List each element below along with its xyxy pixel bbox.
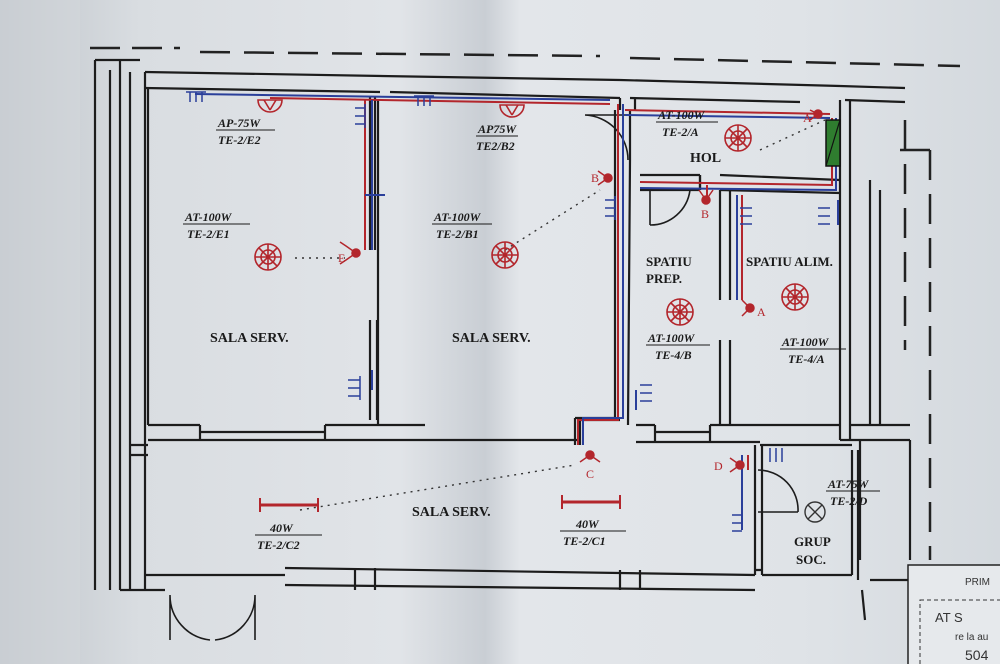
switch-icon xyxy=(339,241,361,265)
fixture-annotation: AP-75W TE-2/E2 xyxy=(216,116,275,147)
switch-icon xyxy=(809,109,823,121)
switch-letter-b-mid: B xyxy=(701,207,709,221)
room-label-hol: HOL xyxy=(690,151,721,166)
switch-icon xyxy=(597,170,613,186)
fixture-annotation: 40W TE-2/C1 xyxy=(560,517,626,548)
fixture-power: AT-100W xyxy=(433,210,482,224)
wall-lamp-icon xyxy=(499,104,525,118)
fixture-annotation: AP75W TE2/B2 xyxy=(476,122,518,153)
stamp-number: 504 xyxy=(965,647,989,663)
fixture-power: AP-75W xyxy=(217,116,261,130)
fixture-power: AT-100W xyxy=(657,108,706,122)
switch-letter-e: E xyxy=(338,251,345,265)
socket-icon xyxy=(818,207,830,225)
ceiling-point-icon xyxy=(804,501,826,523)
fixture-annotation: AT-100W TE-4/A xyxy=(780,335,846,366)
switch-icon xyxy=(579,450,601,463)
socket-icons xyxy=(186,91,830,532)
lamp-icon xyxy=(781,283,809,311)
paper-margin xyxy=(0,0,80,664)
fixture-annotation: 40W TE-2/C2 xyxy=(255,521,322,552)
switch-icons xyxy=(339,109,823,473)
stamp-at: AT S xyxy=(935,610,963,625)
leader-lines xyxy=(295,119,826,511)
switch-letter-b-left: B xyxy=(591,171,599,185)
fixture-circuit: TE2/B2 xyxy=(476,139,515,153)
switch-icon xyxy=(741,299,755,317)
socket-icon xyxy=(740,207,752,225)
walls xyxy=(93,58,912,621)
room-label-spatiu-prep-line2: PREP. xyxy=(646,271,682,286)
fixture-circuit: TE-2/D xyxy=(830,494,868,508)
socket-icon xyxy=(732,514,742,532)
socket-icon xyxy=(355,104,366,128)
switch-letter-a-mid: A xyxy=(757,305,766,319)
switch-icon xyxy=(729,457,745,473)
wall-lamp-icon xyxy=(257,99,283,113)
room-label-sala-middle: SALA SERV. xyxy=(452,331,531,346)
room-label-spatiu-prep-line1: SPATIU xyxy=(646,254,692,269)
fixture-power: 40W xyxy=(269,521,294,535)
fixture-annotation: AT-100W TE-4/B xyxy=(646,331,710,362)
fixture-power: AT-75W xyxy=(827,477,870,491)
socket-icon xyxy=(640,384,652,402)
room-label-grup-soc-line1: GRUP xyxy=(794,534,831,549)
switch-icon xyxy=(698,189,714,205)
lamp-icon xyxy=(491,241,519,269)
switch-letter-d: D xyxy=(714,459,723,473)
room-label-sala-left: SALA SERV. xyxy=(210,331,289,346)
exterior-dashed-outline xyxy=(90,46,961,560)
fixture-circuit: TE-4/A xyxy=(788,352,825,366)
fluorescent-fixtures xyxy=(259,495,621,512)
fixture-annotation: AT-100W TE-2/A xyxy=(656,108,718,139)
fixture-circuit: TE-2/C2 xyxy=(257,538,300,552)
title-block-stamp: PRIM AT S re la au 504 xyxy=(907,564,1000,664)
fixture-circuit: TE-2/C1 xyxy=(563,534,606,548)
fixture-circuit: TE-2/E2 xyxy=(218,133,261,147)
stamp-sub: re la au xyxy=(955,632,988,643)
switch-letter-c: C xyxy=(586,467,594,481)
lamp-icon xyxy=(254,243,282,271)
fixture-annotation: AT-100W TE-2/B1 xyxy=(432,210,492,241)
fixture-circuit: TE-2/E1 xyxy=(187,227,230,241)
switch-letter-a-top: A xyxy=(803,111,812,125)
socket-icon xyxy=(769,448,783,462)
socket-icon xyxy=(414,95,434,106)
stamp-prim: PRIM xyxy=(965,577,990,588)
ceiling-lamp-icons xyxy=(254,99,809,326)
fixture-power: AP75W xyxy=(477,122,517,136)
socket-icon xyxy=(348,376,361,400)
socket-icon xyxy=(605,196,616,220)
socket-icon xyxy=(186,91,206,102)
fixture-circuit: TE-2/B1 xyxy=(436,227,479,241)
distribution-panel xyxy=(825,119,841,167)
fixture-annotation: AT-75W TE-2/D xyxy=(826,477,880,508)
fixture-power: AT-100W xyxy=(781,335,830,349)
fixture-power: AT-100W xyxy=(647,331,696,345)
door-swings xyxy=(169,114,799,641)
room-label-grup-soc-line2: SOC. xyxy=(796,552,826,567)
room-label-sala-bottom: SALA SERV. xyxy=(412,505,491,520)
fixture-circuit: TE-4/B xyxy=(655,348,692,362)
fixture-annotation: AT-100W TE-2/E1 xyxy=(183,210,250,241)
lamp-icon xyxy=(666,298,694,326)
lamp-icon xyxy=(724,124,752,152)
room-label-spatiu-alim: SPATIU ALIM. xyxy=(746,254,833,269)
fixture-power: AT-100W xyxy=(184,210,233,224)
fixture-circuit: TE-2/A xyxy=(662,125,699,139)
fixture-power: 40W xyxy=(575,517,600,531)
